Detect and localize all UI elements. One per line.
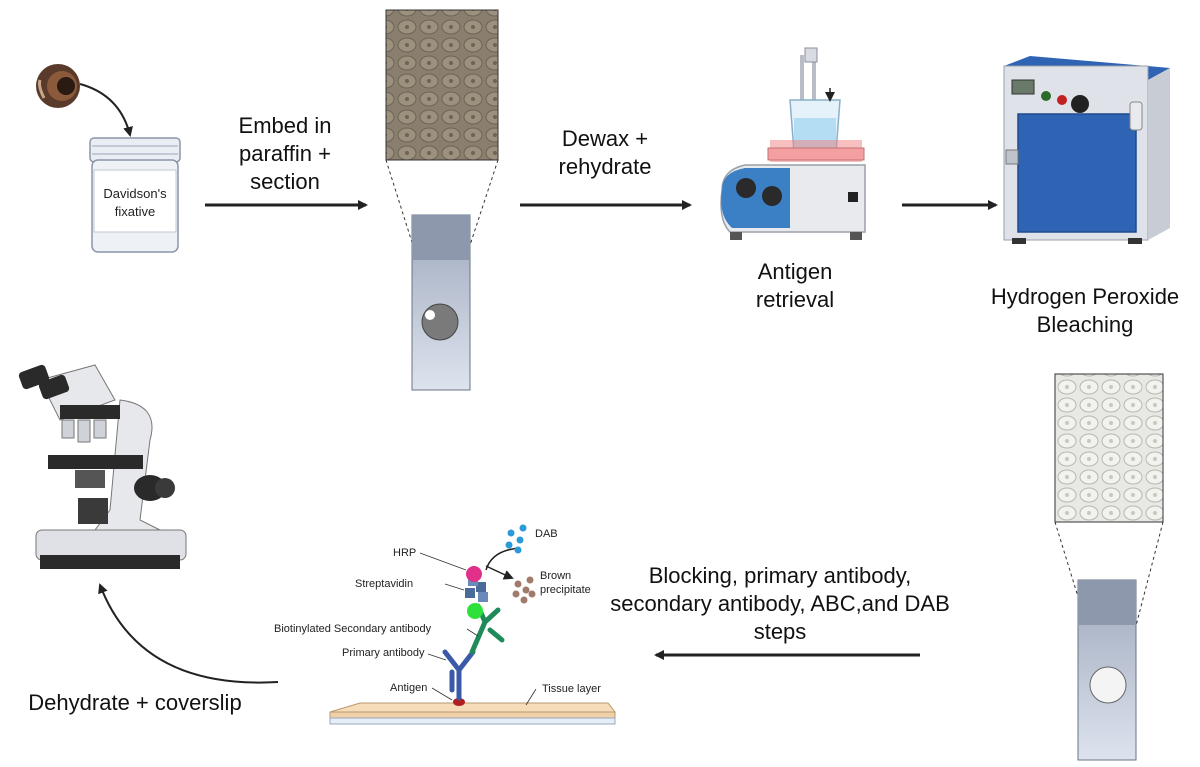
glass-slide-icon [411, 214, 471, 391]
antibody-icon [329, 524, 617, 725]
fixative-label-line2: fixative [115, 204, 155, 219]
eyeball-icon [36, 64, 80, 108]
step-dewax-label: Dewax + rehydrate [520, 125, 690, 181]
step-embed-line2: paraffin + [239, 141, 331, 166]
hrp-label: HRP [393, 547, 416, 559]
zoom-line-right-2 [1124, 521, 1164, 669]
step-ihc-line1: Blocking, primary antibody, [648, 563, 912, 588]
step-ihc-label: Blocking, primary antibody, secondary an… [600, 562, 960, 646]
step-bleaching-line2: Bleaching [1036, 312, 1134, 337]
step-dehydrate-label: Dehydrate + coverslip [10, 689, 260, 717]
step-antigen-retrieval-line1: Antigen [757, 259, 833, 284]
brown-precipitate-line1: Brown [540, 570, 571, 582]
step-antigen-retrieval-label: Antigen retrieval [710, 258, 880, 314]
oven-icon [1003, 56, 1170, 244]
antigen-label: Antigen [390, 682, 427, 694]
glass-slide-bleached-icon [1077, 579, 1137, 761]
streptavidin-label: Streptavidin [355, 578, 413, 590]
dab-label: DAB [535, 528, 558, 540]
tissue-section-bleached-icon [1054, 373, 1164, 523]
step-dewax-line2: rehydrate [558, 154, 652, 179]
step-dehydrate-line1: Dehydrate + coverslip [28, 690, 242, 715]
arrow-dehydrate [98, 583, 279, 684]
hotplate-beaker-icon [720, 47, 866, 240]
fixative-label-line1: Davidson's [103, 186, 167, 201]
tissue-section-icon [385, 9, 499, 161]
step-bleaching-label: Hydrogen Peroxide Bleaching [975, 283, 1195, 339]
eye-to-jar-arrow [79, 83, 133, 137]
microscope-icon [18, 364, 187, 569]
tissue-layer-label: Tissue layer [542, 683, 601, 695]
step-ihc-line3: steps [753, 619, 807, 644]
step-antigen-retrieval-line2: retrieval [755, 287, 835, 312]
step-ihc-line2: secondary antibody, ABC,and DAB [610, 591, 950, 616]
primary-antibody-label: Primary antibody [342, 647, 425, 659]
step-embed-line1: Embed in [238, 113, 332, 138]
brown-precipitate-line2: precipitate [540, 584, 591, 596]
fixative-jar-icon: Davidson's fixative [89, 137, 181, 253]
biotinylated-secondary-label: Biotinylated Secondary antibody [274, 623, 432, 635]
step-bleaching-line1: Hydrogen Peroxide [990, 284, 1180, 309]
step-embed-line3: section [250, 169, 320, 194]
step-dewax-line1: Dewax + [561, 126, 649, 151]
step-embed-label: Embed in paraffin + section [200, 112, 370, 196]
